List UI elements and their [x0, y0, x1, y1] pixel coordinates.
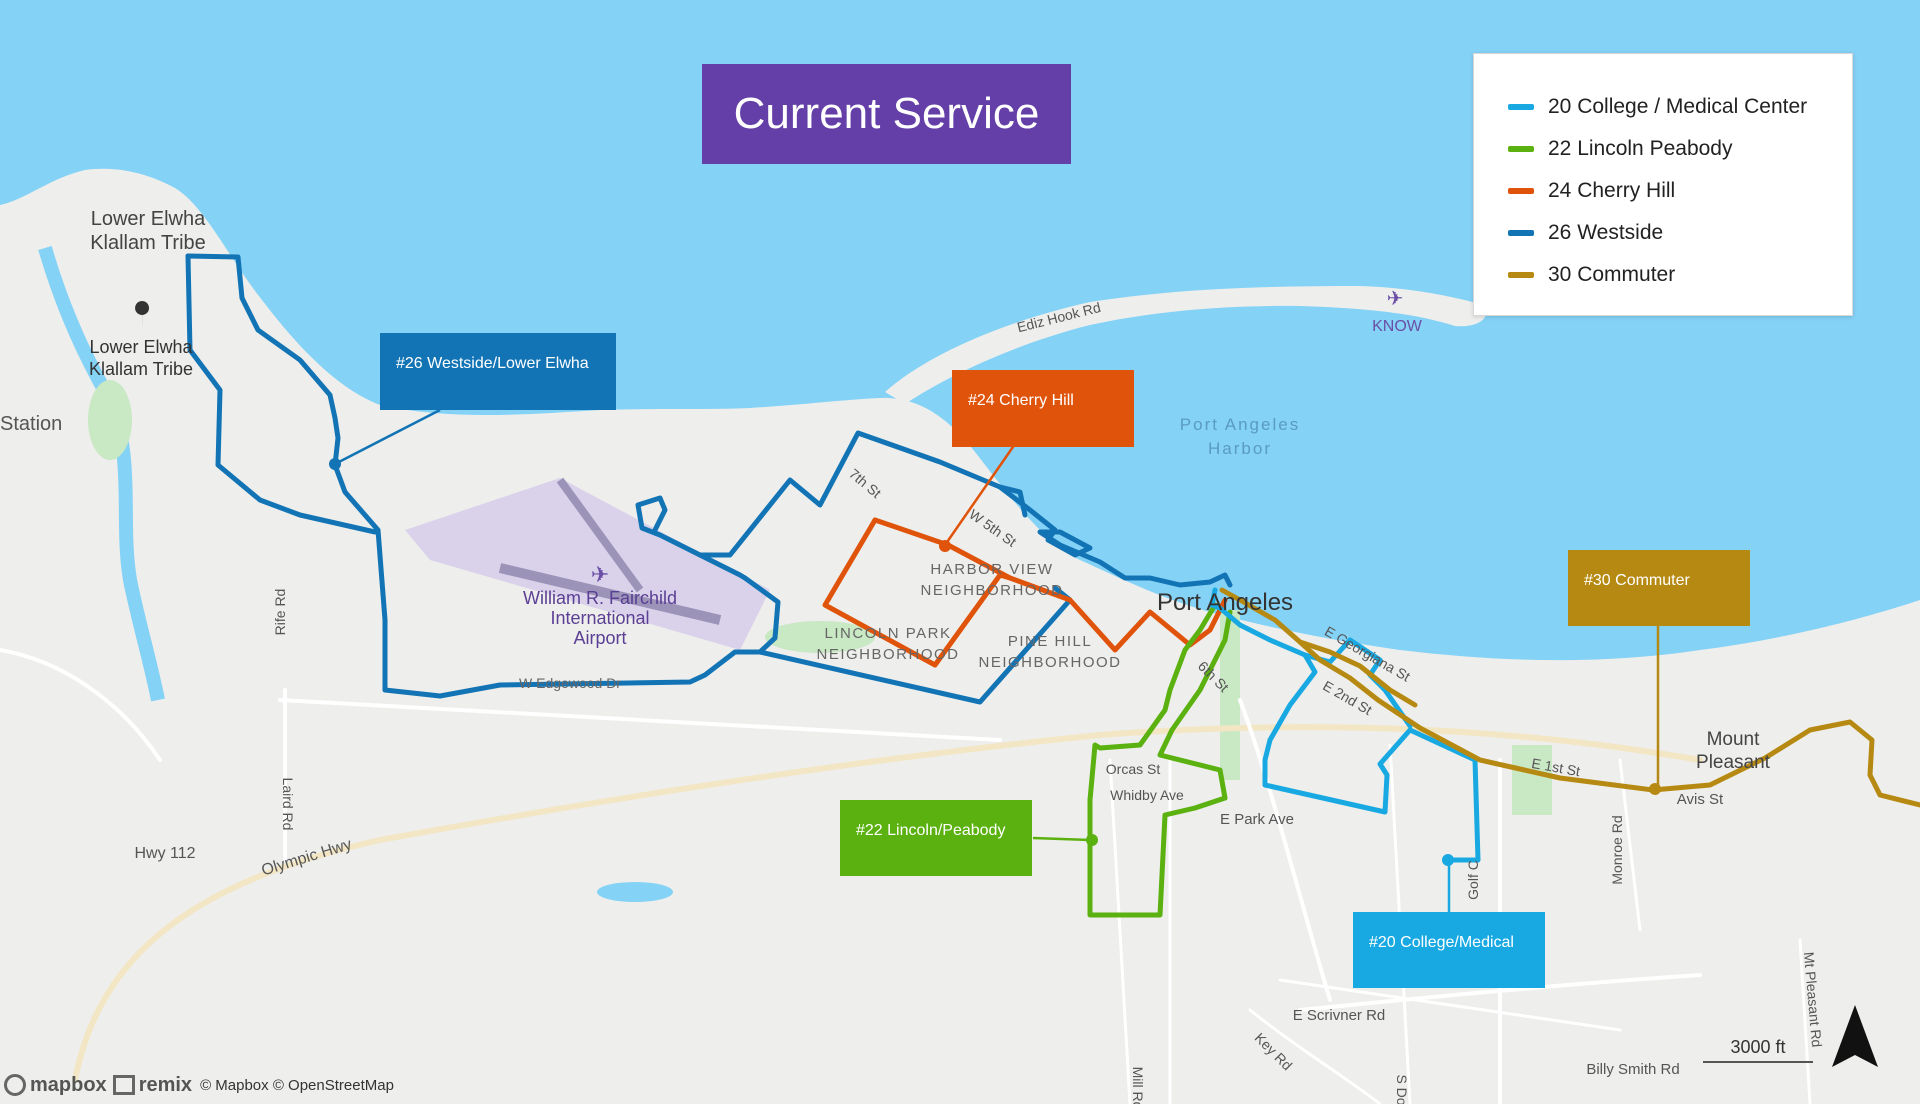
label-monroe-rd: Monroe Rd — [1609, 815, 1625, 884]
legend-label: 24 Cherry Hill — [1548, 179, 1676, 202]
label-harbor-1: Port Angeles — [1180, 415, 1300, 434]
label-port-angeles: Port Angeles — [1157, 589, 1293, 616]
legend-label: 30 Commuter — [1548, 263, 1676, 286]
label-golf-course-rd: Golf C — [1465, 860, 1481, 900]
label-billy-smith-rd: Billy Smith Rd — [1586, 1061, 1679, 1078]
scale-bar — [1703, 1061, 1813, 1063]
know-airport-plane-icon: ✈ — [1387, 288, 1404, 310]
elwha-river — [38, 246, 165, 702]
label-harbor-view-2: NEIGHBORHOOD — [920, 582, 1063, 599]
label-pine-hill-1: PINE HILL — [1008, 633, 1092, 650]
route-30-commuter — [1219, 587, 1920, 808]
label-mill-rd: Mill Rd — [1130, 1067, 1146, 1104]
remix-wordmark[interactable]: remix — [138, 1073, 193, 1096]
callout-route-20[interactable]: #20 College/Medical — [1353, 912, 1545, 988]
callout-route-24[interactable]: #24 Cherry Hill — [952, 370, 1134, 447]
callout-route-26[interactable]: #26 Westside/Lower Elwha — [380, 333, 616, 410]
label-e-park-ave: E Park Ave — [1220, 811, 1294, 828]
label-mount-pleasant-1: Mount — [1707, 729, 1761, 750]
route-22-lincoln-peabody — [1087, 602, 1233, 918]
label-whidby-ave: Whidby Ave — [1110, 787, 1184, 803]
label-lincoln-park-1: LINCOLN PARK — [825, 625, 952, 642]
park-lincoln — [765, 621, 875, 653]
legend-label: 22 Lincoln Peabody — [1548, 137, 1733, 160]
callout-route-30[interactable]: #30 Commuter — [1568, 550, 1750, 626]
route-20-college-medical — [1209, 587, 1481, 863]
legend-item-route-24[interactable]: 24 Cherry Hill — [1508, 170, 1852, 212]
label-rife-rd: Rife Rd — [272, 589, 288, 636]
legend-swatch — [1508, 188, 1534, 194]
legend-swatch — [1508, 230, 1534, 236]
mapbox-wordmark[interactable]: mapbox — [30, 1073, 107, 1096]
label-lower-elwha-tribe-1: Lower Elwha — [91, 208, 206, 230]
label-harbor-view-1: HARBOR VIEW — [930, 561, 1053, 578]
label-lower-elwha-poi-1: Lower Elwha — [89, 337, 193, 357]
attribution-text[interactable]: © Mapbox © OpenStreetMap — [200, 1076, 394, 1094]
callout-route-22[interactable]: #22 Lincoln/Peabody — [840, 800, 1032, 876]
park-elwha — [88, 380, 132, 460]
map-pin-icon[interactable] — [135, 301, 150, 330]
remix-logo-icon — [112, 1075, 135, 1095]
route-24-cherry-hill — [822, 517, 1228, 668]
airport-runway-2 — [556, 477, 644, 593]
scale-label: 3000 ft — [1730, 1037, 1786, 1057]
label-lincoln-park-2: NEIGHBORHOOD — [816, 646, 959, 663]
label-avis-st: Avis St — [1677, 791, 1724, 808]
land-ediz-hook — [885, 286, 1487, 404]
legend-label: 20 College / Medical Center — [1548, 95, 1808, 118]
label-know: KNOW — [1372, 318, 1423, 335]
legend-swatch — [1508, 104, 1534, 110]
label-harbor-2: Harbor — [1208, 439, 1272, 458]
label-airport-1: William R. Fairchild — [523, 588, 677, 608]
legend-item-route-20[interactable]: 20 College / Medical Center — [1508, 86, 1852, 128]
callout-markers — [329, 458, 1661, 866]
legend-label: 26 Westside — [1548, 221, 1664, 244]
mapbox-logo-icon[interactable] — [4, 1074, 26, 1096]
park-east — [1512, 745, 1552, 815]
label-laird-rd: Laird Rd — [280, 778, 296, 831]
legend-item-route-30[interactable]: 30 Commuter — [1508, 254, 1852, 296]
label-e-scrivner-rd: E Scrivner Rd — [1293, 1007, 1386, 1024]
attribution: mapbox remix © Mapbox © OpenStreetMap — [4, 1072, 394, 1098]
label-s-do: S Do — [1394, 1074, 1410, 1104]
label-lower-elwha-poi-2: Klallam Tribe — [89, 359, 193, 379]
airport-plane-icon: ✈ — [591, 562, 609, 587]
label-orcas-st: Orcas St — [1106, 761, 1161, 777]
lake-small — [597, 882, 673, 902]
route-26-westside — [185, 253, 1233, 705]
legend: 20 College / Medical Center 22 Lincoln P… — [1473, 53, 1853, 316]
legend-swatch — [1508, 146, 1534, 152]
park-peabody — [1220, 610, 1240, 780]
legend-swatch — [1508, 272, 1534, 278]
legend-item-route-22[interactable]: 22 Lincoln Peabody — [1508, 128, 1852, 170]
label-mount-pleasant-2: Pleasant — [1696, 752, 1771, 773]
label-airport-2: International — [550, 608, 649, 628]
callout-leaders — [334, 408, 1660, 912]
label-w-edgewood-dr: W Edgewood Dr — [519, 675, 621, 691]
label-pine-hill-2: NEIGHBORHOOD — [978, 654, 1121, 671]
label-hwy-112: Hwy 112 — [134, 845, 195, 862]
legend-item-route-26[interactable]: 26 Westside — [1508, 212, 1852, 254]
label-airport-3: Airport — [573, 628, 626, 648]
land-mainland — [0, 168, 1920, 1104]
label-lower-elwha-tribe-2: Klallam Tribe — [90, 232, 206, 254]
map-title: Current Service — [702, 64, 1071, 164]
airport-runway — [498, 563, 722, 625]
north-arrow-icon — [1832, 1005, 1878, 1067]
label-station: Station — [0, 413, 62, 435]
